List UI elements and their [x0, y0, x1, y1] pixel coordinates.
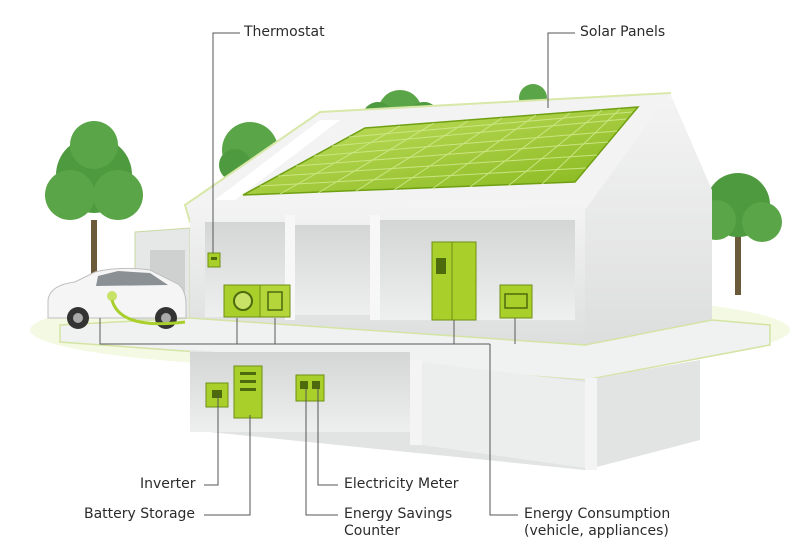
solar-panel-array [242, 106, 640, 196]
oven [499, 284, 533, 319]
label-energy-savings-line1: Energy Savings [344, 506, 453, 522]
battery-storage-device [233, 365, 263, 419]
label-solar-panels: Solar Panels [580, 24, 666, 40]
label-energy-consumption-line1: Energy Consumption [524, 506, 671, 522]
tree-left [45, 121, 143, 300]
refrigerator [431, 241, 477, 321]
electric-car [47, 267, 187, 329]
label-battery-storage: Battery Storage [84, 506, 196, 522]
label-electricity-meter: Electricity Meter [344, 476, 459, 492]
washer-dryer [223, 284, 291, 318]
label-energy-savings-counter: Energy Savings Counter [344, 506, 452, 540]
electricity-meter-device [295, 374, 325, 402]
label-thermostat: Thermostat [244, 24, 325, 40]
thermostat-device [207, 252, 221, 268]
label-inverter: Inverter [140, 476, 196, 492]
callout-lines [204, 32, 575, 516]
inverter-device [205, 382, 229, 408]
charging-cable [110, 299, 186, 326]
label-energy-consumption: Energy Consumption (vehicle, appliances) [524, 506, 670, 540]
label-energy-savings-line2: Counter [344, 523, 400, 539]
label-energy-consumption-line2: (vehicle, appliances) [524, 523, 669, 539]
house-wiring [99, 318, 516, 345]
